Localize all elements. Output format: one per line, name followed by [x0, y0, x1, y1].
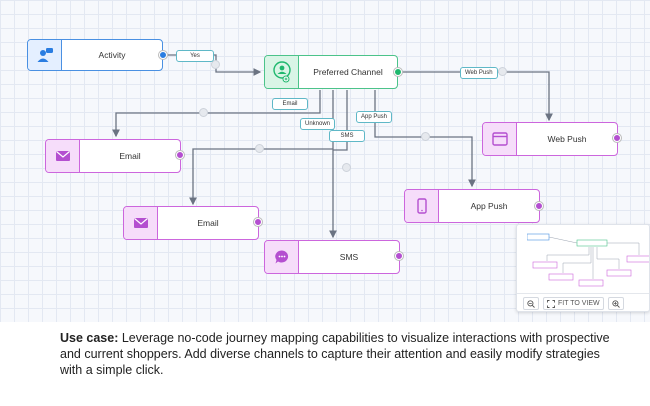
edge-label-sms: SMS — [329, 130, 365, 142]
edge-preferred-email1[interactable] — [112, 90, 321, 138]
output-port[interactable] — [395, 252, 403, 260]
output-port[interactable] — [159, 51, 167, 59]
node-email[interactable]: Email — [45, 139, 181, 173]
node-preferred-channel[interactable]: Preferred Channel — [264, 55, 398, 89]
node-activity[interactable]: Activity — [27, 39, 163, 71]
minimap-controls: FIT TO VIEW — [517, 293, 649, 311]
zoom-out-button[interactable] — [523, 297, 539, 310]
minimap[interactable]: FIT TO VIEW — [516, 224, 650, 312]
node-sms[interactable]: SMS — [264, 240, 400, 274]
node-label: Email — [119, 151, 141, 161]
caption-body: Leverage no-code journey mapping capabil… — [60, 331, 610, 377]
user-target-icon — [265, 56, 299, 88]
journey-canvas[interactable]: Yes Web Push Email Unknown SMS App Push … — [0, 0, 650, 322]
node-label: Email — [197, 218, 219, 228]
fit-to-view-button[interactable]: FIT TO VIEW — [543, 297, 604, 310]
node-email[interactable]: Email — [123, 206, 259, 240]
edge-handle[interactable] — [421, 132, 430, 141]
mobile-phone-icon — [405, 190, 439, 222]
use-case-caption: Use case: Leverage no-code journey mappi… — [60, 330, 620, 378]
edge-label-app-push: App Push — [356, 111, 393, 123]
edge-label-yes: Yes — [176, 50, 214, 62]
envelope-icon — [124, 207, 158, 239]
zoom-in-icon — [611, 299, 620, 308]
output-port[interactable] — [254, 218, 262, 226]
envelope-icon — [46, 140, 80, 172]
node-label: Preferred Channel — [313, 67, 383, 77]
edge-handle[interactable] — [255, 144, 264, 153]
node-web-push[interactable]: Web Push — [482, 122, 618, 156]
edge-preferred-sms[interactable] — [329, 90, 348, 239]
minimap-preview — [527, 233, 649, 287]
fit-to-view-label: FIT TO VIEW — [558, 300, 600, 307]
node-label: App Push — [470, 201, 508, 211]
edge-handle[interactable] — [211, 60, 220, 69]
output-port[interactable] — [613, 134, 621, 142]
caption-lead: Use case: — [60, 331, 119, 345]
edge-label-web-push: Web Push — [460, 67, 498, 79]
output-port[interactable] — [176, 151, 184, 159]
output-port[interactable] — [535, 202, 543, 210]
edge-handle[interactable] — [199, 108, 208, 117]
node-app-push[interactable]: App Push — [404, 189, 540, 223]
output-port[interactable] — [394, 68, 402, 76]
node-label: Web Push — [547, 134, 587, 144]
zoom-out-icon — [527, 299, 535, 308]
node-label: Activity — [98, 50, 126, 60]
edge-label-email: Email — [272, 98, 308, 110]
fit-to-view-icon — [547, 299, 555, 308]
chat-bubble-icon — [265, 241, 299, 273]
user-chat-icon — [28, 40, 62, 70]
edge-handle[interactable] — [342, 163, 351, 172]
zoom-in-button[interactable] — [607, 297, 624, 310]
browser-window-icon — [483, 123, 517, 155]
node-label: SMS — [339, 252, 359, 262]
edge-handle[interactable] — [498, 67, 507, 76]
edge-label-unknown: Unknown — [300, 118, 336, 130]
edge-preferred-webpush[interactable] — [400, 71, 553, 122]
